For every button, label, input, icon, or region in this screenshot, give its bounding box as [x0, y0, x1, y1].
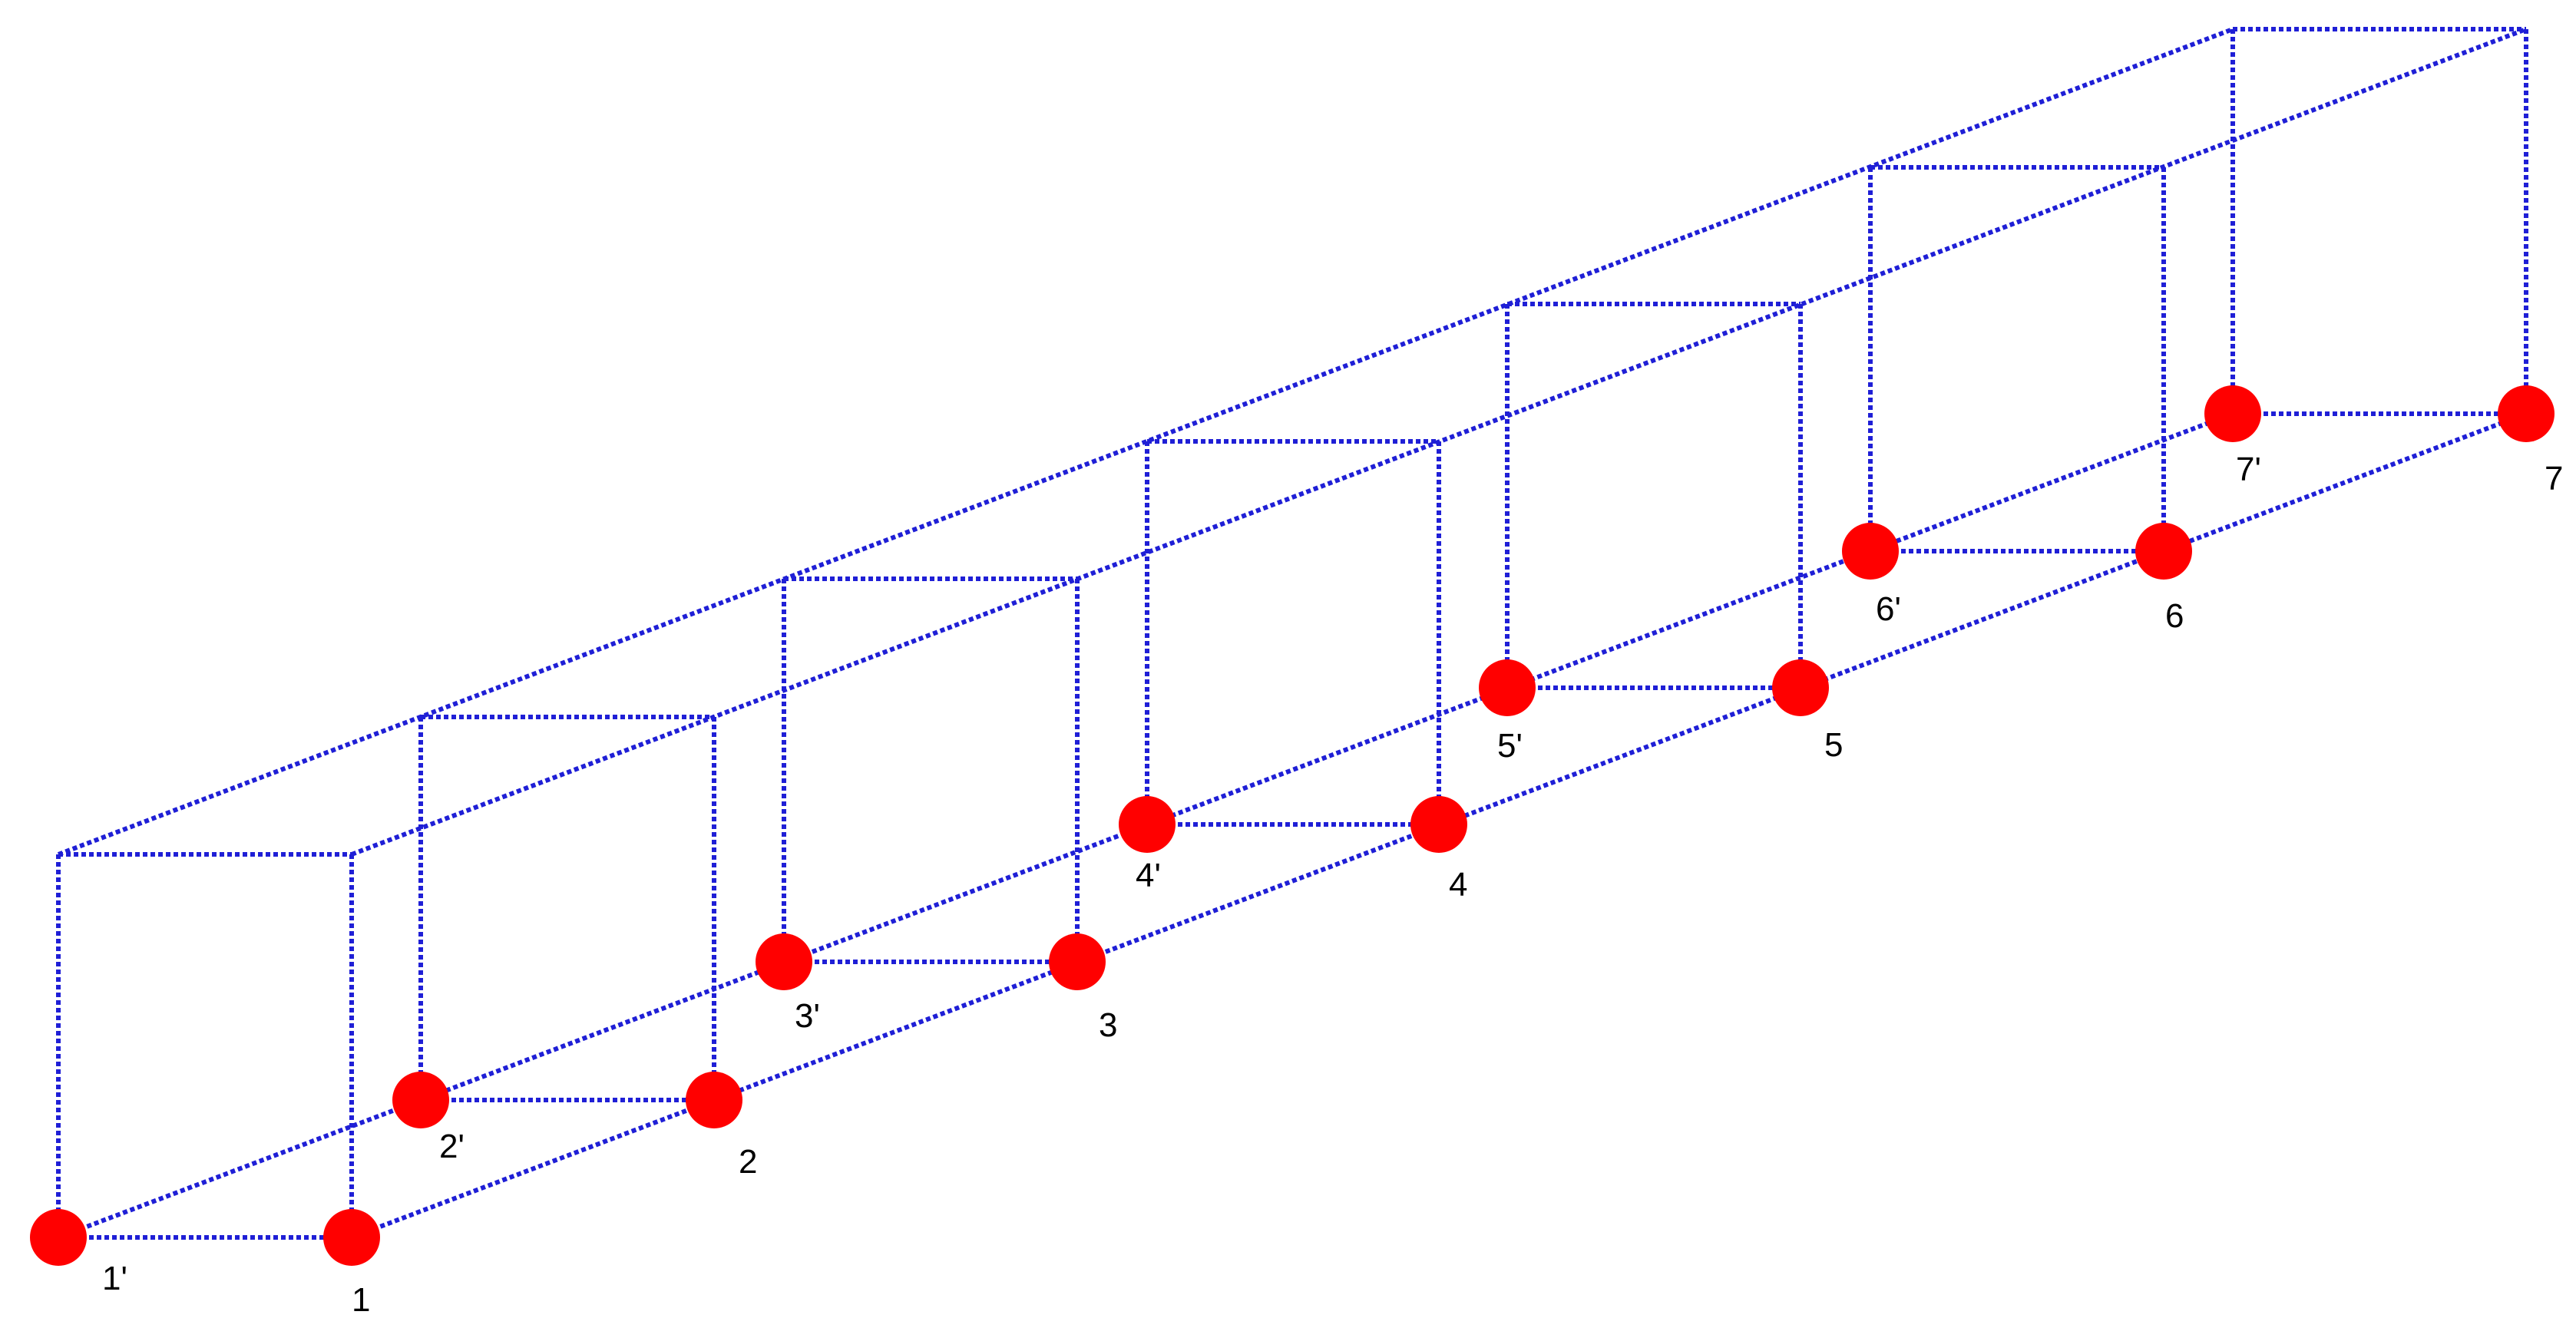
label-node-6-prime: 6' — [1876, 590, 1901, 628]
node-3 — [1049, 933, 1106, 990]
label-node-7-prime: 7' — [2236, 451, 2261, 488]
lattice-edges — [56, 27, 2528, 1240]
label-node-3: 3 — [1099, 1006, 1117, 1044]
node-7-prime — [2204, 385, 2261, 442]
label-node-4: 4 — [1449, 866, 1467, 904]
label-node-4-prime: 4' — [1136, 857, 1161, 894]
label-node-1-prime: 1' — [102, 1260, 127, 1297]
node-1-prime — [30, 1209, 87, 1266]
label-node-5: 5 — [1824, 726, 1843, 764]
label-node-6: 6 — [2165, 597, 2184, 635]
node-6 — [2135, 523, 2192, 580]
label-node-7: 7 — [2545, 460, 2563, 497]
node-2-prime — [392, 1072, 449, 1128]
lattice-nodes — [30, 385, 2555, 1266]
node-5-prime — [1479, 659, 1536, 716]
node-4 — [1410, 796, 1467, 853]
label-node-2-prime: 2' — [439, 1128, 465, 1165]
node-4-prime — [1119, 796, 1176, 853]
label-node-1: 1 — [352, 1281, 370, 1319]
node-7 — [2498, 385, 2555, 442]
node-2 — [686, 1072, 742, 1128]
node-5 — [1772, 659, 1829, 716]
lattice-labels: 1 2 3 4 5 6 7 1' 2' 3' 4' 5' 6' 7' — [102, 451, 2563, 1319]
node-3-prime — [756, 933, 812, 990]
label-node-3-prime: 3' — [795, 997, 820, 1035]
node-1 — [323, 1209, 380, 1266]
label-node-2: 2 — [739, 1143, 757, 1181]
label-node-5-prime: 5' — [1497, 727, 1523, 765]
node-6-prime — [1842, 523, 1899, 580]
